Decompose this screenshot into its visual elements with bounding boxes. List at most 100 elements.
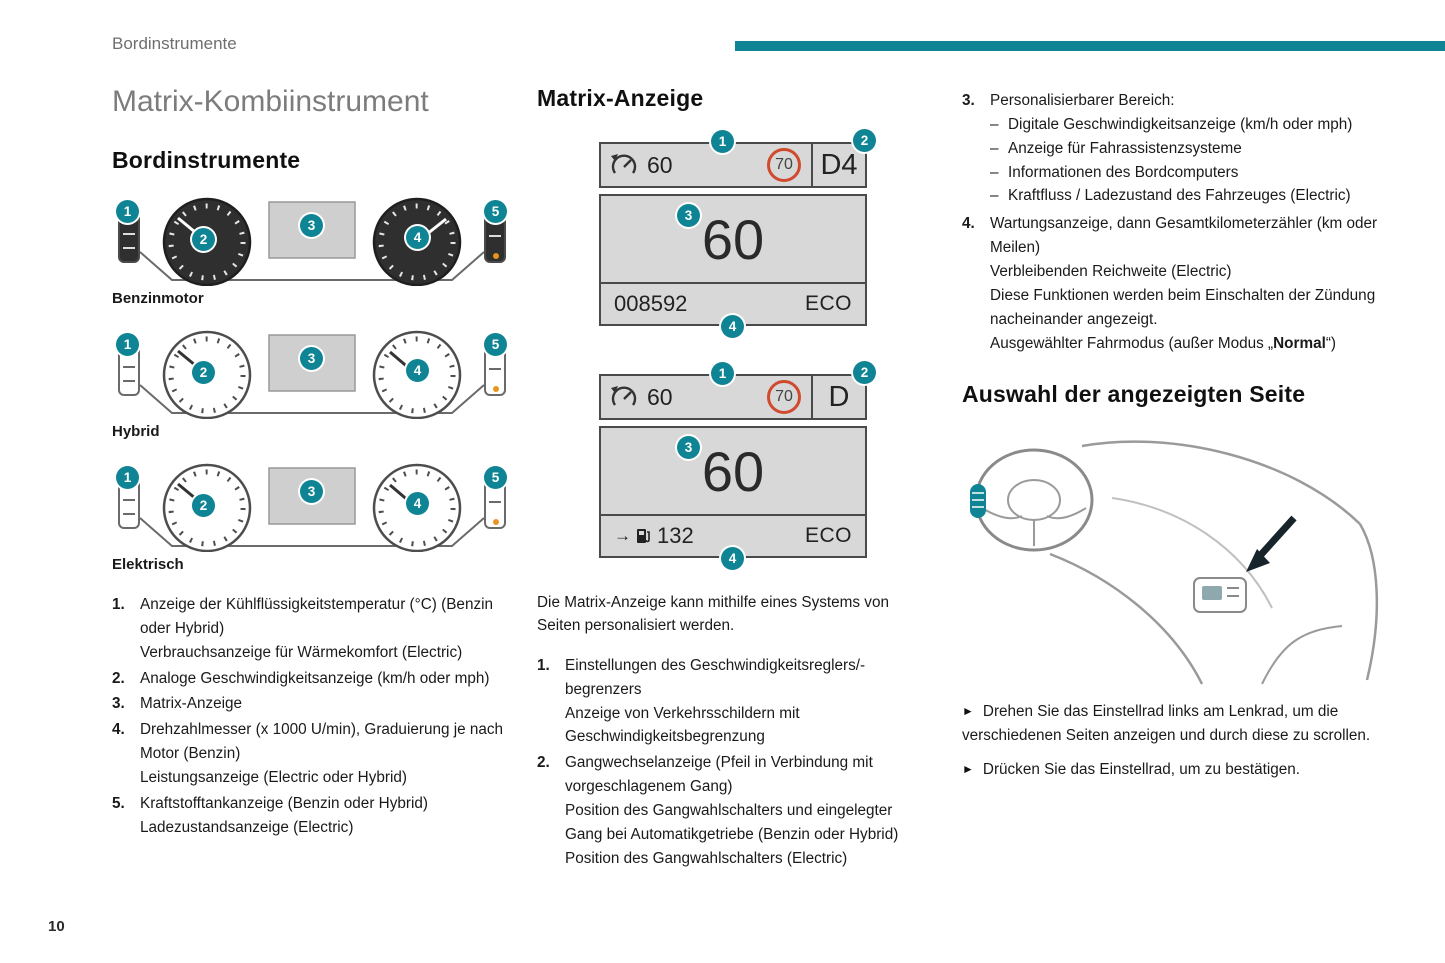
legend-text: Anzeige der Kühlflüssigkeitstemperatur (… xyxy=(140,596,494,661)
callout-badge-4: 4 xyxy=(406,492,429,515)
step-text: Drücken Sie das Einstellrad, um zu bestä… xyxy=(982,761,1301,779)
range-value: 132 xyxy=(657,523,694,548)
callout-badge-1: 1 xyxy=(116,333,139,356)
speed-limit-sign: 70 xyxy=(767,148,801,182)
callout-badge-1: 1 xyxy=(116,466,139,489)
dash-text: Anzeige für Fahrassistenzsysteme xyxy=(1008,139,1242,157)
legend-text: Wartungsanzeige, dann Gesamtkilometerzäh… xyxy=(990,212,1382,355)
callout-badge-5: 5 xyxy=(484,200,507,223)
callout-badge-1: 1 xyxy=(116,200,139,223)
legend-intro: Personalisierbarer Bereich: xyxy=(990,92,1175,109)
fuel-arrow-icon: → xyxy=(614,526,631,545)
callout-badge-2: 2 xyxy=(192,361,215,384)
dash-item: – Kraftfluss / Ladezustand des Fahrzeuge… xyxy=(990,184,1382,208)
eco-indicator: ECO xyxy=(804,292,852,315)
cluster-graphic xyxy=(118,197,506,286)
intro-paragraph: Die Matrix-Anzeige kann mithilfe eines S… xyxy=(537,594,889,634)
legend-item-3: 3. Matrix-Anzeige xyxy=(112,692,522,716)
callout-badge-4: 4 xyxy=(406,226,429,249)
cluster-legend: 1. Anzeige der Kühlflüssigkeitstemperatu… xyxy=(112,593,522,840)
column-right: 3. Personalisierbarer Bereich: – Digital… xyxy=(962,85,1382,792)
legend-item-4: 4. Drehzahlmesser (x 1000 U/min), Gradui… xyxy=(112,718,522,790)
legend-number: 1. xyxy=(112,596,125,613)
legend-number: 3. xyxy=(112,695,125,713)
callout-badge-3: 3 xyxy=(300,214,323,237)
callout-badge-4: 4 xyxy=(406,359,429,382)
legend-number: 4. xyxy=(112,721,125,739)
display-top-row: 60 70 D4 xyxy=(599,142,867,188)
cluster-graphic xyxy=(118,330,506,419)
callout-badge-3: 3 xyxy=(300,480,323,503)
instrument-cluster-benzinmotor: 1 2 3 4 5 xyxy=(112,194,512,286)
cluster-caption-elektrisch: Elektrisch xyxy=(112,556,184,573)
digital-speed-value: 60 xyxy=(601,196,865,284)
legend-number: 3. xyxy=(962,92,975,109)
callout-badge-2: 2 xyxy=(853,129,876,152)
column-left: Matrix-Kombiinstrument Bordinstrumente xyxy=(112,85,522,842)
display-bottom-row: 008592 ECO xyxy=(601,284,865,324)
legend-text: Drehzahlmesser (x 1000 U/min), Graduieru… xyxy=(140,721,504,787)
fuel-pump-icon xyxy=(637,529,650,543)
callout-badge-1: 1 xyxy=(711,362,734,385)
digital-speed-value: 60 xyxy=(601,428,865,516)
fuel-range-group: → 132 xyxy=(614,523,694,549)
odometer-value: 008592 xyxy=(614,291,688,316)
running-title: Bordinstrumente xyxy=(112,34,237,53)
callout-badge-1: 1 xyxy=(711,130,734,153)
mode-prefix: Ausgewählter Fahrmodus (außer Modus „ xyxy=(990,334,1274,352)
arrow-bullet-icon: ► xyxy=(962,762,974,777)
speedometer-icon xyxy=(611,386,637,406)
page-title: Matrix-Kombiinstrument xyxy=(112,85,429,118)
dash-glyph: – xyxy=(990,163,999,181)
gear-indicator: D4 xyxy=(811,144,865,186)
legend-item-1: 1. Einstellungen des Geschwindigkeitsreg… xyxy=(537,654,927,749)
legend-number: 5. xyxy=(112,794,125,812)
dash-item: – Digitale Geschwindigkeitsanzeige (km/h… xyxy=(990,113,1382,137)
cluster-caption-benzinmotor: Benzinmotor xyxy=(112,290,204,307)
legend-text: Personalisierbarer Bereich: – Digitale G… xyxy=(990,89,1382,208)
header-accent-bar xyxy=(735,41,1445,51)
display-body: 60 → 132 ECO xyxy=(599,426,867,558)
instruction-step-1: ►Drehen Sie das Einstellrad links am Len… xyxy=(962,700,1382,748)
arrow-bullet-icon: ► xyxy=(962,704,974,719)
mode-suffix: “) xyxy=(1325,334,1337,352)
display-legend-continued: 3. Personalisierbarer Bereich: – Digital… xyxy=(962,89,1382,355)
dash-glyph: – xyxy=(990,139,999,157)
callout-badge-3: 3 xyxy=(677,204,700,227)
eco-indicator: ECO xyxy=(804,524,852,547)
legend-item-2: 2. Gangwechselanzeige (Pfeil in Verbindu… xyxy=(537,751,927,870)
dash-text: Informationen des Bordcomputers xyxy=(1008,163,1239,181)
matrix-display-1: 60 70 D4 60 008592 ECO 1 2 3 4 xyxy=(599,129,876,338)
set-speed-value: 60 xyxy=(647,151,673,178)
section-heading-auswahl: Auswahl der angezeigten Seite xyxy=(962,381,1306,408)
dash-item: – Informationen des Bordcomputers xyxy=(990,161,1382,185)
legend-item-5: 5. Kraftstofftankanzeige (Benzin oder Hy… xyxy=(112,792,522,840)
speedometer-icon xyxy=(611,154,637,174)
instruction-step-2: ► Drücken Sie das Einstellrad, um zu best… xyxy=(962,758,1382,782)
callout-badge-3: 3 xyxy=(677,436,700,459)
cruise-speed-cell: 60 70 xyxy=(601,144,811,186)
legend-number: 4. xyxy=(962,215,975,233)
dash-text: Digitale Geschwindigkeitsanzeige (km/h o… xyxy=(1008,115,1353,133)
mode-bold: Normal xyxy=(1273,334,1326,352)
legend-text: Einstellungen des Geschwindigkeitsregler… xyxy=(565,656,866,746)
steering-wheel-graphic xyxy=(970,440,1379,686)
steering-wheel-illustration xyxy=(962,428,1382,690)
column-middle: Matrix-Anzeige 60 70 D4 60 008592 xyxy=(537,85,927,873)
legend-item-1: 1. Anzeige der Kühlflüssigkeitstemperatu… xyxy=(112,593,522,665)
callout-badge-4: 4 xyxy=(721,315,744,338)
callout-badge-5: 5 xyxy=(484,466,507,489)
callout-badge-2: 2 xyxy=(192,494,215,517)
gear-indicator: D xyxy=(811,376,865,418)
callout-badge-2: 2 xyxy=(192,228,215,251)
legend-item-2: 2. Analoge Geschwindigkeitsanzeige (km/h… xyxy=(112,667,522,691)
display-legend: 1. Einstellungen des Geschwindigkeitsreg… xyxy=(537,654,927,871)
callout-badge-5: 5 xyxy=(484,333,507,356)
legend-item-4: 4. Wartungsanzeige, dann Gesamtkilometer… xyxy=(962,212,1382,355)
pointer-arrow-icon xyxy=(1246,516,1297,573)
dash-glyph: – xyxy=(990,187,999,205)
legend-text: Analoge Geschwindigkeitsanzeige (km/h od… xyxy=(140,669,490,687)
display-bottom-row: → 132 ECO xyxy=(601,516,865,556)
matrix-display-2: 60 70 D 60 → 132 xyxy=(599,361,876,570)
